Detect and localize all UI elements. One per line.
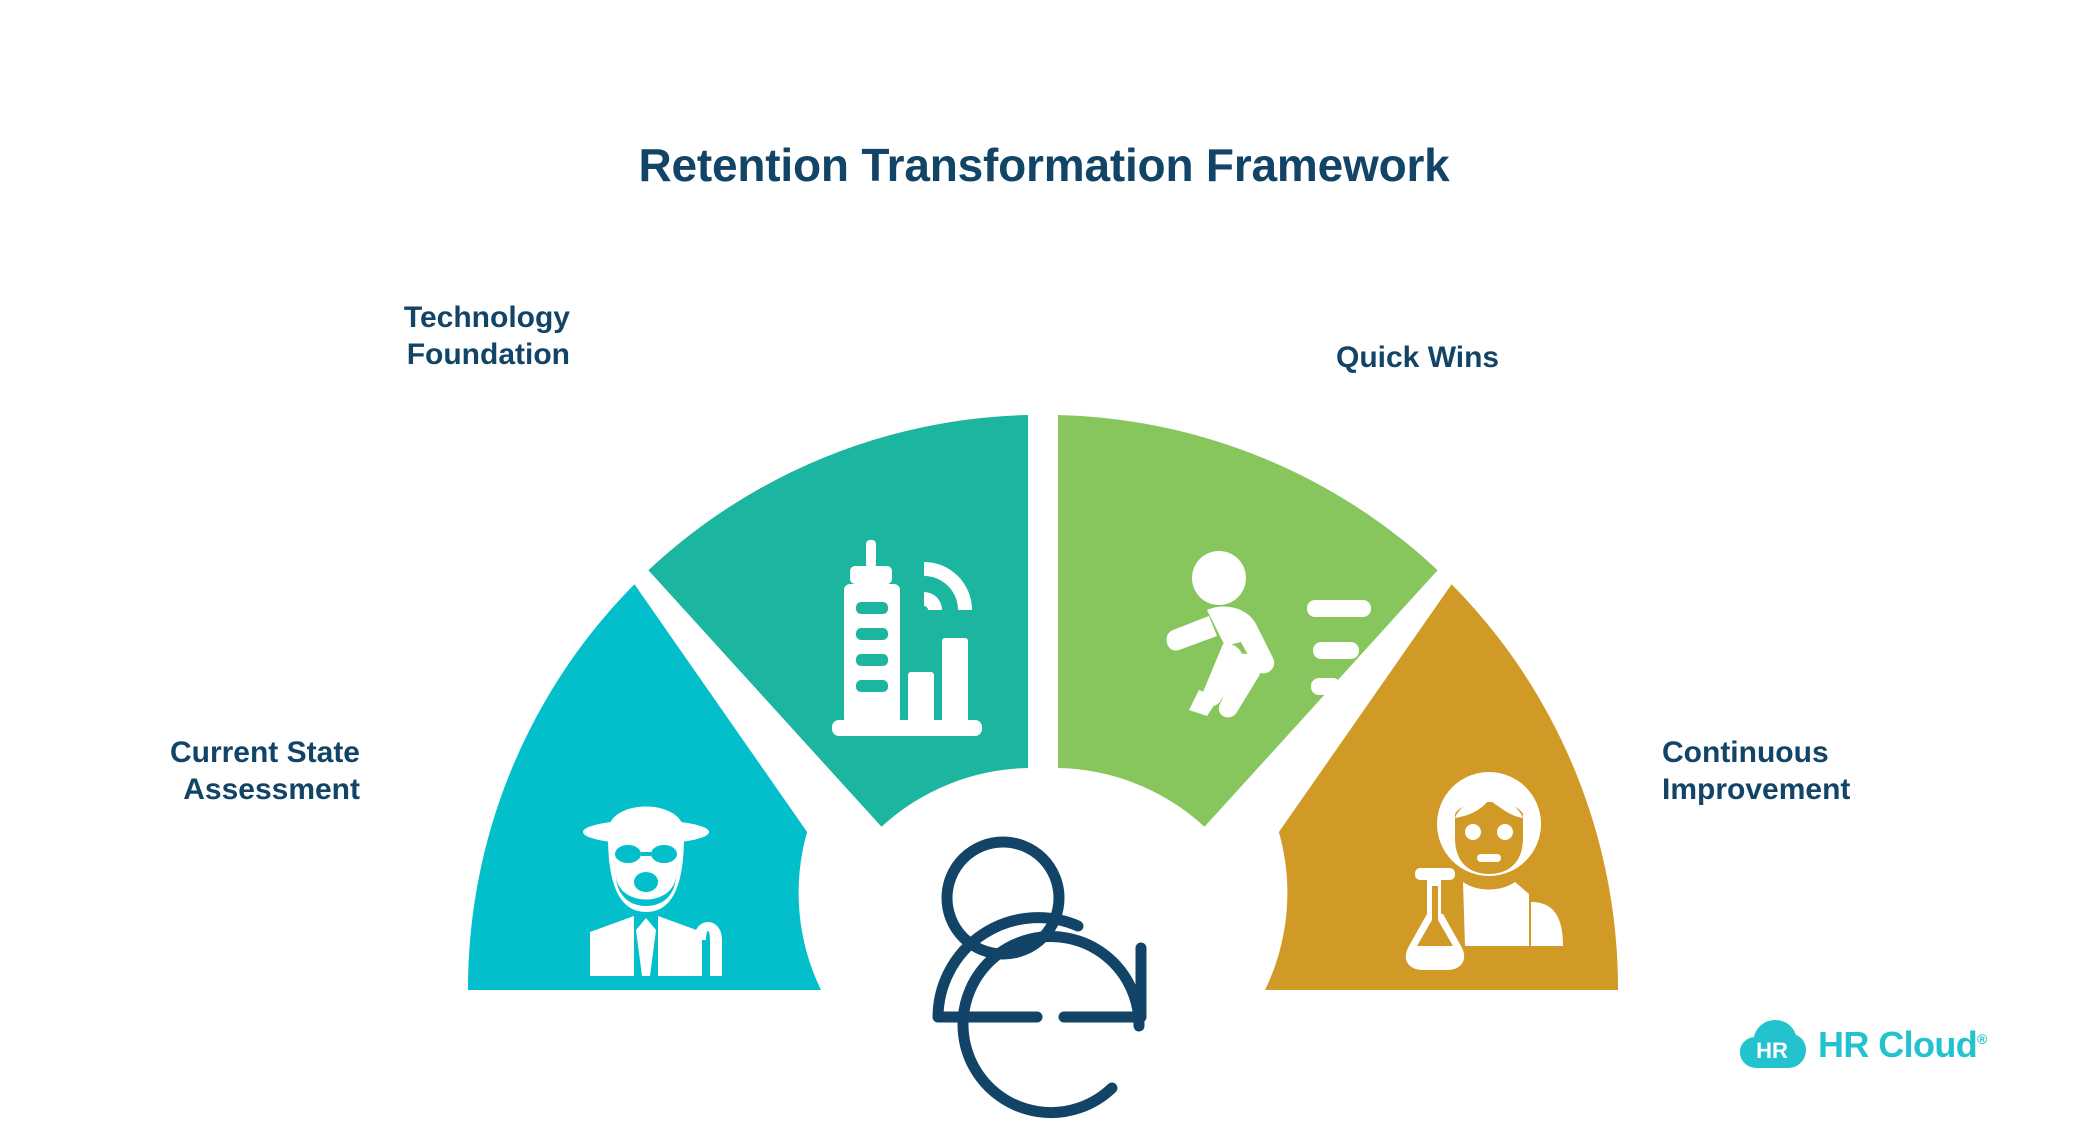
hr-cloud-wordmark: HR Cloud® bbox=[1818, 1027, 1987, 1063]
registered-trademark-icon: ® bbox=[1977, 1031, 1987, 1047]
hr-cloud-mark-text: HR bbox=[1756, 1038, 1788, 1063]
segment-label-continuous-improvement: Continuous Improvement bbox=[1662, 736, 1851, 806]
segment-current-state-assessment[interactable] bbox=[467, 584, 821, 990]
hr-cloud-wordmark-text: HR Cloud bbox=[1818, 1024, 1978, 1065]
employee-retention-cycle-icon bbox=[932, 836, 1147, 1119]
segment-technology-foundation[interactable] bbox=[648, 415, 1028, 827]
center-refresh-circle-icon bbox=[957, 931, 1145, 1119]
center-refresh-arrow-icon bbox=[1058, 942, 1147, 1023]
segment-label-current-state-assessment: Current State Assessment bbox=[169, 736, 360, 806]
segment-quick-wins[interactable] bbox=[1058, 415, 1438, 827]
running-person-icon bbox=[1166, 551, 1371, 718]
segment-continuous-improvement[interactable] bbox=[1265, 584, 1619, 990]
segment-label-technology-foundation: Technology Foundation bbox=[403, 301, 570, 371]
inspector-person-icon bbox=[583, 806, 722, 976]
hr-cloud-logo: HR HR Cloud® bbox=[1740, 1020, 1987, 1070]
smart-building-signal-icon bbox=[832, 540, 982, 736]
segment-continuous-improvement-wedge[interactable] bbox=[1265, 584, 1619, 990]
center-person-body-icon bbox=[932, 912, 1084, 1023]
page-title: Retention Transformation Framework bbox=[638, 139, 1450, 191]
segment-label-quick-wins: Quick Wins bbox=[1336, 341, 1500, 374]
segment-current-state-assessment-wedge[interactable] bbox=[467, 584, 821, 990]
cloud-shape-icon: HR bbox=[1740, 1020, 1806, 1068]
scientist-flask-icon bbox=[1405, 772, 1563, 970]
hr-cloud-cloud-icon: HR bbox=[1740, 1020, 1806, 1070]
